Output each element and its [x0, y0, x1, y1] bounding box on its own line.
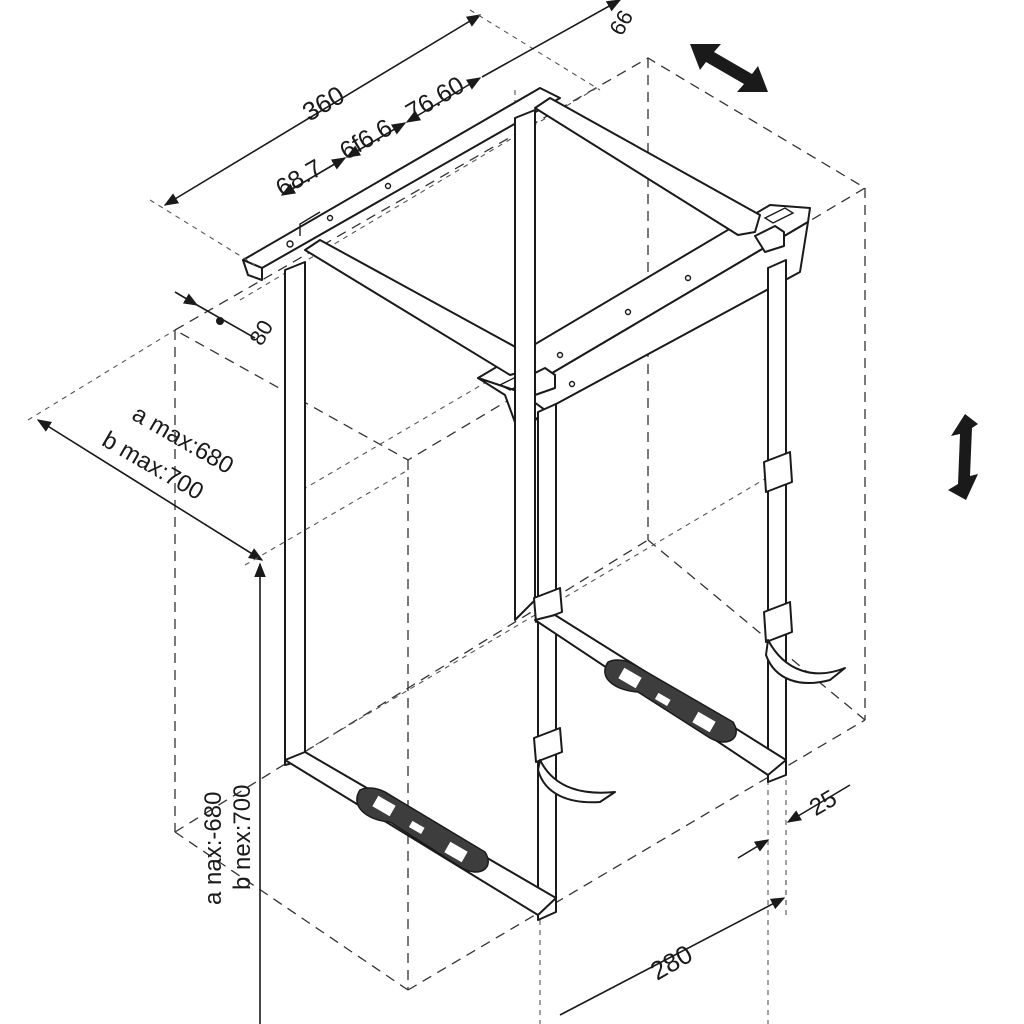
side-strut-left [304, 239, 531, 376]
front-left-post [284, 261, 306, 766]
dim-80 [174, 291, 256, 339]
pad-rear [604, 659, 737, 743]
top-rail-rear [477, 204, 811, 437]
label-height-b: b nex:700 [229, 784, 256, 890]
dim-280 [559, 880, 787, 1016]
dim-25 [737, 784, 851, 859]
dim-sub-widths [280, 0, 622, 196]
double-arrow-vertical-icon [948, 414, 978, 500]
label-height-a: a nax:-680 [200, 791, 227, 905]
rear-right-strap [763, 259, 846, 783]
double-arrow-diagonal-icon [690, 44, 768, 92]
front-right-strap [533, 403, 616, 921]
side-strut-right [534, 97, 761, 236]
pad-front [356, 787, 489, 873]
dim-depth-max [27, 329, 409, 566]
dim-360 [149, 9, 601, 266]
rear-left-post [514, 109, 536, 621]
